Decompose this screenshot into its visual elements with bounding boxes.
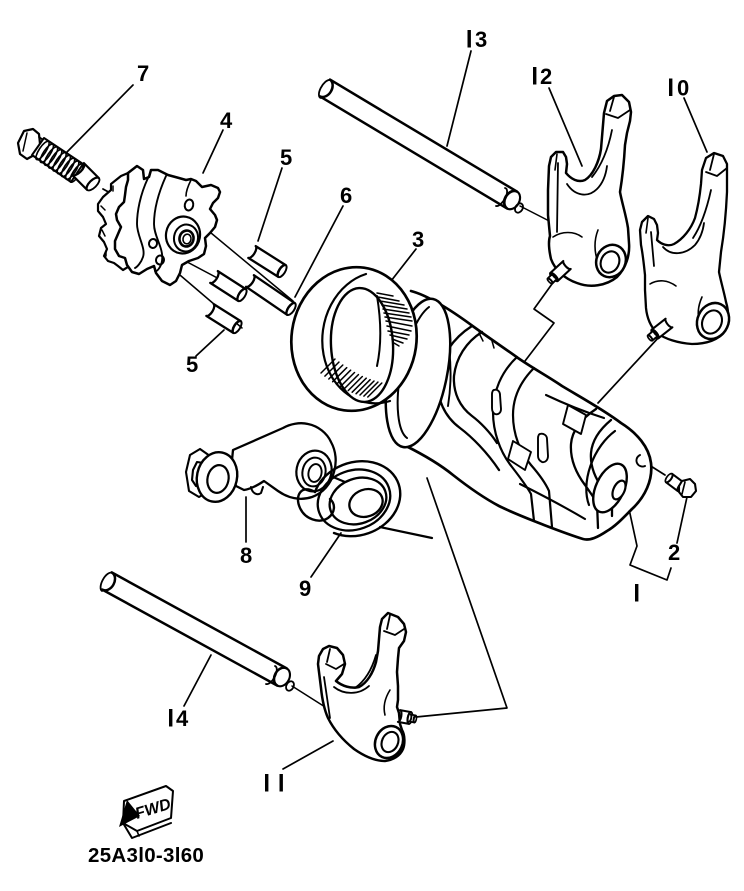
svg-text:25A3l0-3l60: 25A3l0-3l60 <box>88 844 204 867</box>
svg-text:3: 3 <box>475 27 487 52</box>
svg-text:4: 4 <box>220 108 233 133</box>
svg-text:3: 3 <box>412 227 424 252</box>
svg-text:5: 5 <box>280 145 292 170</box>
svg-text:6: 6 <box>340 183 352 208</box>
svg-text:8: 8 <box>240 543 252 568</box>
svg-text:4: 4 <box>176 706 189 731</box>
svg-text:9: 9 <box>299 576 311 601</box>
svg-text:7: 7 <box>137 61 149 86</box>
svg-text:0: 0 <box>677 76 689 101</box>
svg-text:5: 5 <box>186 352 198 377</box>
svg-text:2: 2 <box>540 64 552 89</box>
svg-text:2: 2 <box>668 540 680 565</box>
